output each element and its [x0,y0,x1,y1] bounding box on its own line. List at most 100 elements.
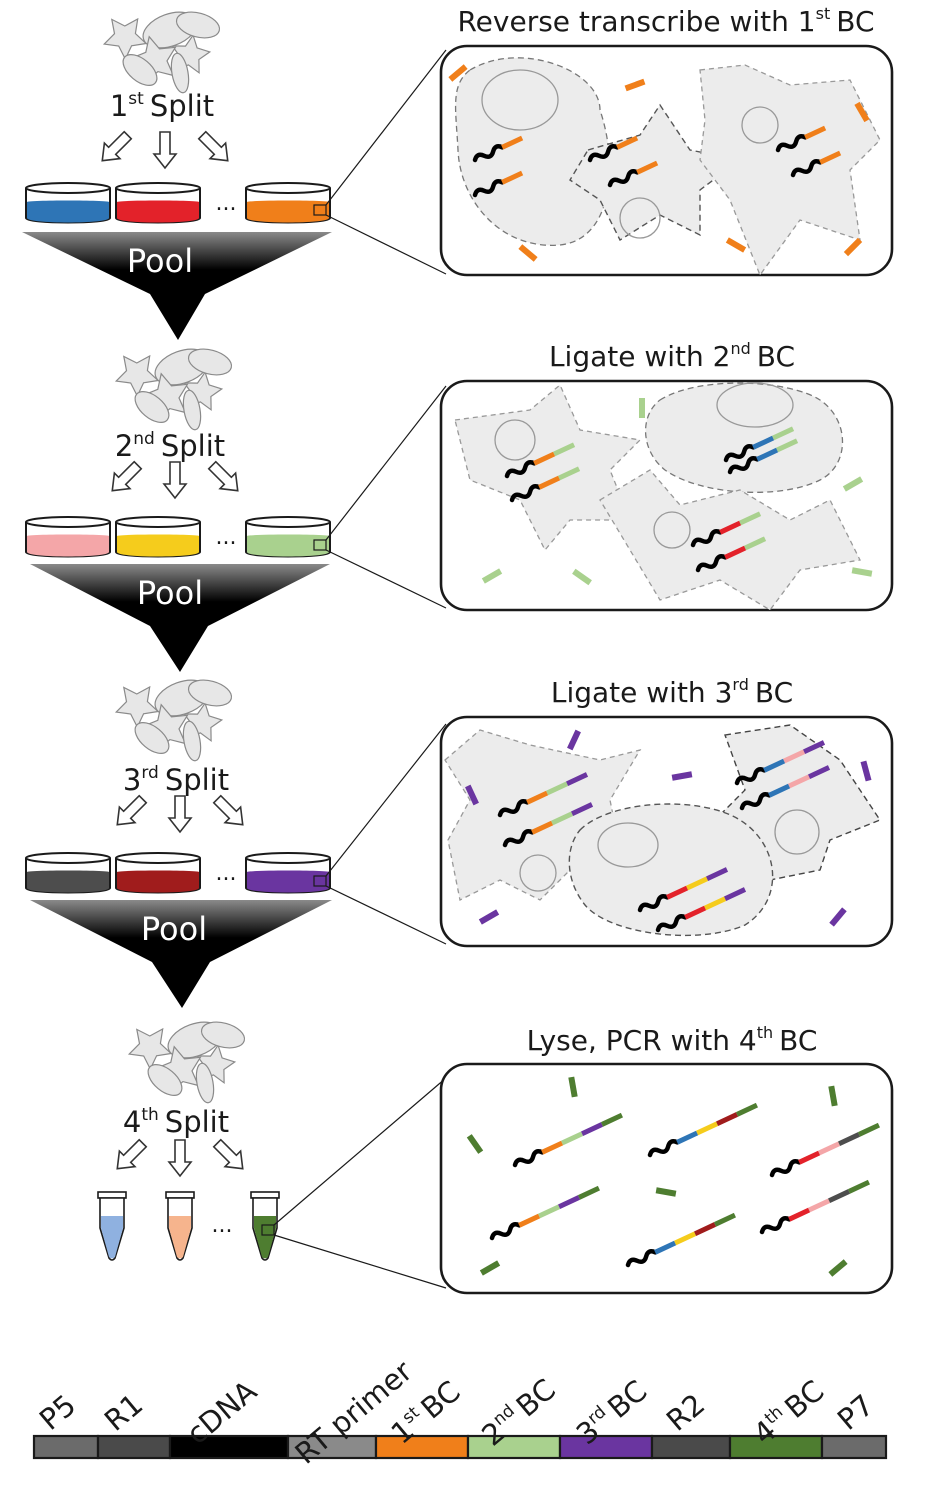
pool-funnel-1: Pool [22,232,332,340]
outline-arrow-icon [162,461,188,500]
pool-funnel-2: Pool [30,564,330,672]
barcode-segment [533,451,556,466]
barcode-segment [546,781,569,796]
outline-arrow-icon [212,1138,244,1170]
barcoded-molecule [472,135,524,163]
pool-label-3: Pool [141,910,207,948]
barcode-segment [763,758,786,773]
culture-dish [245,852,331,894]
barcode-segment [558,466,581,481]
panel-1-cells [454,57,881,277]
tube-ellipsis: ... [212,1213,233,1238]
zoom-lines-4 [261,1077,447,1289]
barcode-segment [704,896,727,911]
barcode-segment [706,867,729,881]
free-barcode [572,568,592,586]
culture-dish [25,182,111,224]
cell-shape [182,720,202,762]
pcr-tube [165,1191,195,1261]
barcode-segment [713,1212,737,1227]
barcode-segment [719,520,742,535]
culture-dish [115,182,201,224]
library-segment [820,1434,888,1460]
barcode-segment [674,1231,697,1246]
library-segment [466,1434,562,1460]
pcr-tube [250,1191,280,1261]
dish-ellipsis-2: ... [216,525,237,550]
barcode-segment [744,536,767,551]
free-barcode [624,78,646,92]
dish-row-1 [25,182,331,224]
outline-arrow-icon [101,130,133,162]
panel-2-free-barcodes [481,398,873,586]
cell-shape [102,17,148,61]
barcode-segment [857,1122,881,1137]
barcode-segment [686,876,709,891]
outline-arrow-icon [207,460,239,492]
split-arrows-4 [116,1138,244,1178]
barcode-segment [636,160,659,175]
barcode-segment [531,820,554,835]
barcoded-molecule [647,1102,759,1158]
outline-arrow-icon [152,131,178,170]
dish-ellipsis-1: ... [216,191,237,216]
barcoded-molecule [739,765,831,811]
free-barcode [671,771,693,781]
zoom-panel-1 [439,44,894,277]
barcode-segment [783,749,806,764]
dish-ellipsis-3: ... [216,861,237,886]
barcoded-molecule [587,135,639,163]
barcode-segment [538,475,561,490]
panel-3-free-barcodes [465,729,872,927]
panel-3-molecules [497,740,831,933]
free-barcode [828,1259,848,1277]
barcode-segment [676,1130,699,1145]
barcode-segment [724,545,747,560]
cell-shape [182,389,202,431]
barcode-segment [696,1121,719,1136]
barcode-segment [804,125,827,140]
library-segment-label: P5 [33,1388,82,1437]
pool-label-1: Pool [127,242,193,280]
barcode-segment [838,1132,861,1146]
barcode-segment [561,1131,584,1146]
free-barcode [655,1187,677,1197]
free-barcode [725,237,747,253]
cell-shape [122,54,158,86]
barcode-segment [819,150,842,165]
barcode-segment [526,790,549,805]
barcoded-molecule [775,125,827,153]
free-barcode [481,568,503,584]
free-barcode [568,1076,578,1098]
outline-arrow-icon [167,795,193,834]
barcode-segment [798,1150,821,1165]
free-barcode [843,237,863,257]
culture-dish [115,852,201,894]
barcode-segment [772,426,795,441]
barcode-segment [553,442,576,457]
panel-4-free-barcodes [466,1076,848,1277]
barcode-segment [558,1195,581,1209]
cell-shape [200,1021,246,1049]
barcode-segment [501,170,524,185]
library-segment [558,1434,654,1460]
free-barcode [567,729,581,751]
split-arrows-2 [111,460,239,500]
free-barcode [478,909,500,925]
cell-shape [134,391,170,423]
free-barcode [842,476,864,492]
barcode-segment [654,1240,677,1255]
dish-row-3 [25,852,331,894]
dish-row-2 [25,516,331,558]
free-barcode [860,760,872,782]
library-segment-label: R2 [660,1387,711,1438]
culture-dish [245,182,331,224]
cell-cluster-1 [102,11,221,94]
